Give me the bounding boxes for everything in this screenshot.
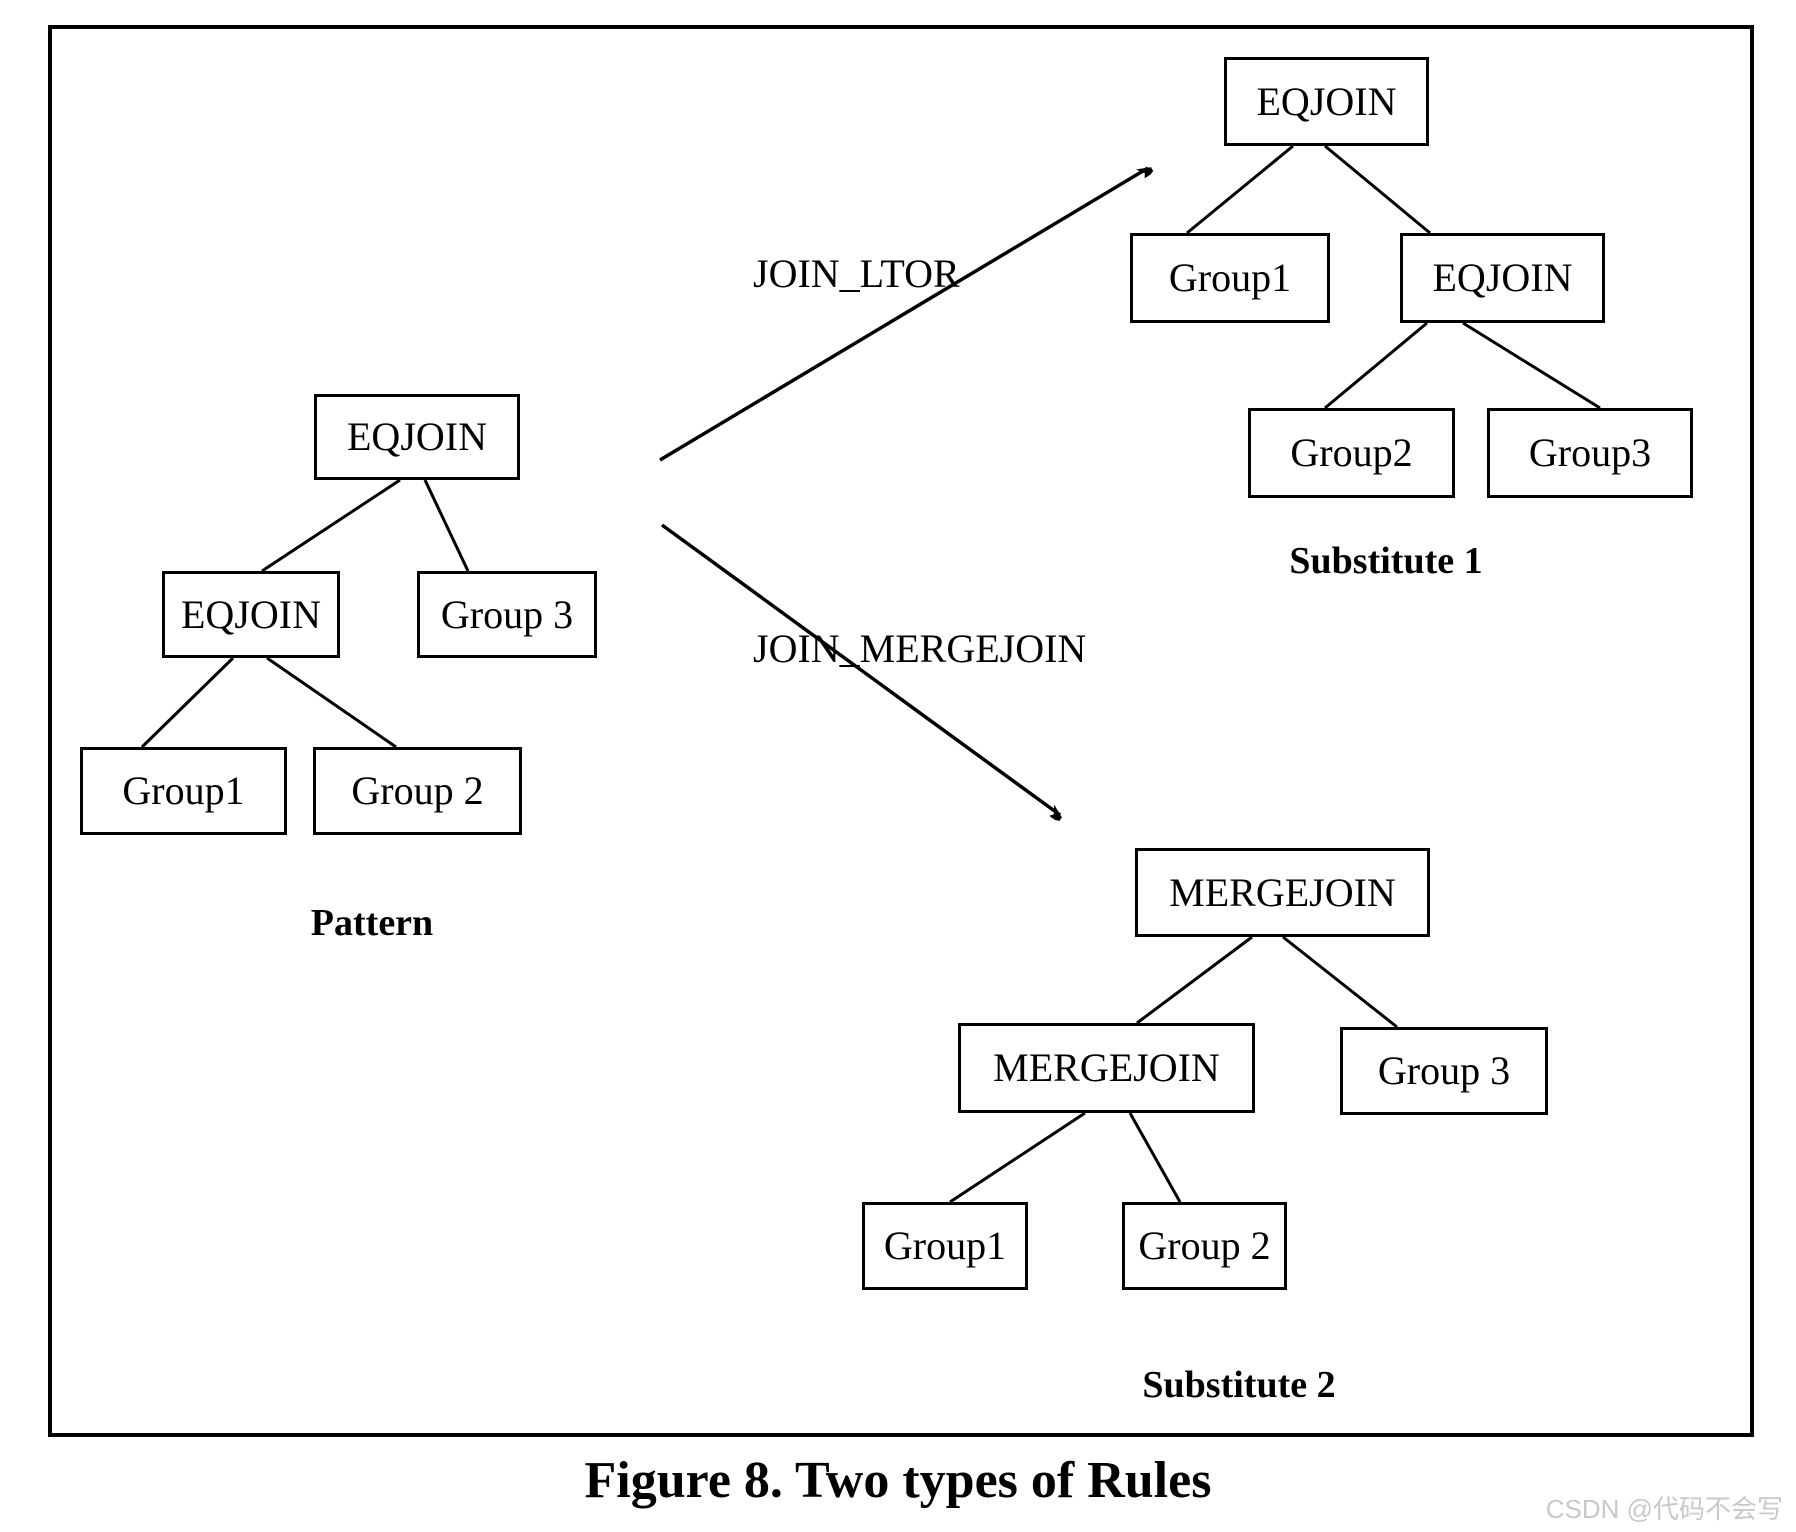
substitute1-node-eqjoin-right: EQJOIN [1400,233,1605,323]
pattern-node-eqjoin-left: EQJOIN [162,571,340,658]
pattern-edge-root-left [261,478,401,573]
pattern-edge-root-right [423,479,470,572]
rule-arrow-join-mergejoin [660,523,1060,815]
figure-caption: Figure 8. Two types of Rules [584,1452,1212,1509]
substitute1-edge-right-rightleft [1324,321,1428,410]
pattern-edge-left-leftright [266,656,397,749]
substitute2-node-mergejoin-root: MERGEJOIN [1135,848,1430,937]
pattern-node-group2: Group 2 [313,747,522,835]
substitute1-caption: Substitute 1 [1289,540,1483,582]
substitute2-edge-root-right [1282,935,1398,1029]
pattern-caption: Pattern [310,902,434,944]
join-mergejoin-label: JOIN_MERGEJOIN [753,626,1087,671]
substitute2-edge-left-leftright [1128,1112,1182,1203]
substitute1-node-group2: Group2 [1248,408,1455,498]
pattern-node-group1: Group1 [80,747,287,835]
substitute2-node-group1: Group1 [862,1202,1028,1290]
join-ltor-label: JOIN_LTOR [753,251,960,296]
substitute1-edge-root-right [1324,144,1431,235]
substitute2-edge-left-leftleft [949,1111,1086,1204]
substitute1-node-eqjoin-root: EQJOIN [1224,57,1429,146]
csdn-watermark: CSDN @代码不会写 [1545,1494,1783,1524]
substitute2-caption: Substitute 2 [1142,1364,1336,1406]
substitute2-node-group2: Group 2 [1122,1202,1287,1290]
figure-border [48,25,1754,1437]
substitute1-node-group1: Group1 [1130,233,1330,323]
pattern-node-group3: Group 3 [417,571,597,658]
substitute2-node-mergejoin-left: MERGEJOIN [958,1023,1255,1113]
substitute1-edge-root-left [1186,144,1294,235]
pattern-node-eqjoin-root: EQJOIN [314,394,520,480]
substitute1-edge-right-rightright [1462,321,1601,410]
pattern-edge-left-leftleft [140,656,235,749]
substitute2-node-group3: Group 3 [1340,1027,1548,1115]
rule-arrow-join-ltor [659,168,1148,462]
substitute2-edge-root-left [1136,935,1253,1025]
substitute1-node-group3: Group3 [1487,408,1693,498]
